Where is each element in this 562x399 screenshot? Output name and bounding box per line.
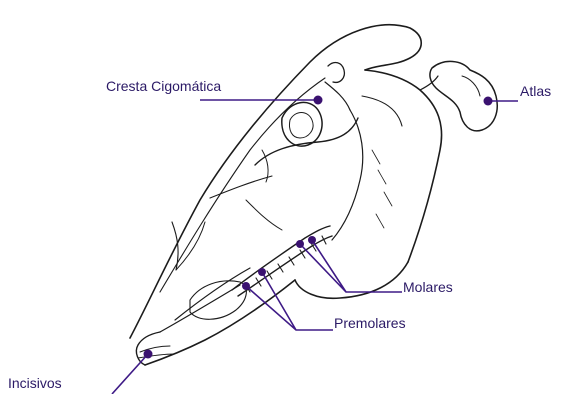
- marker-premolares-2: [258, 268, 266, 276]
- leader-lines: [112, 100, 518, 394]
- nasal-fold: [176, 222, 205, 270]
- marker-cresta: [314, 96, 323, 105]
- occipital-outline: [365, 70, 442, 262]
- label-molares: Molares: [403, 279, 453, 295]
- label-atlas: Atlas: [520, 83, 551, 99]
- facial-crest: [210, 176, 272, 198]
- label-premolares: Premolares: [334, 315, 406, 331]
- cranial-ridge: [325, 82, 350, 110]
- teeth-row-upper: [232, 226, 330, 290]
- marker-molares-1: [296, 240, 304, 248]
- skull-outline: [130, 25, 497, 365]
- leader-line-incisivos: [112, 354, 148, 394]
- marker-incisivos: [144, 350, 153, 359]
- jaw-inner-line: [160, 285, 240, 332]
- marker-premolares-1: [242, 282, 250, 290]
- marker-atlas: [484, 97, 493, 106]
- marker-molares-2: [308, 236, 316, 244]
- shading-lines: [372, 150, 392, 228]
- orbit-inner: [289, 113, 313, 139]
- label-markers: [144, 96, 493, 359]
- coronoid-process: [332, 110, 363, 240]
- leader-line-premolares: [246, 272, 333, 330]
- label-incisivos: Incisivos: [8, 375, 62, 391]
- atlas-inner: [462, 76, 480, 96]
- facial-detail: [262, 150, 268, 182]
- nasal-tip: [172, 222, 178, 270]
- label-cresta-cigomatica: Cresta Cigomática: [106, 78, 221, 94]
- orbit: [282, 102, 322, 146]
- zygomatic-process: [328, 63, 344, 83]
- mandible-ramus: [295, 262, 408, 298]
- temporal-region: [362, 96, 402, 126]
- maxilla-edge: [175, 268, 250, 320]
- cheek-ridge: [246, 200, 282, 230]
- mandible-lower-edge: [145, 280, 295, 365]
